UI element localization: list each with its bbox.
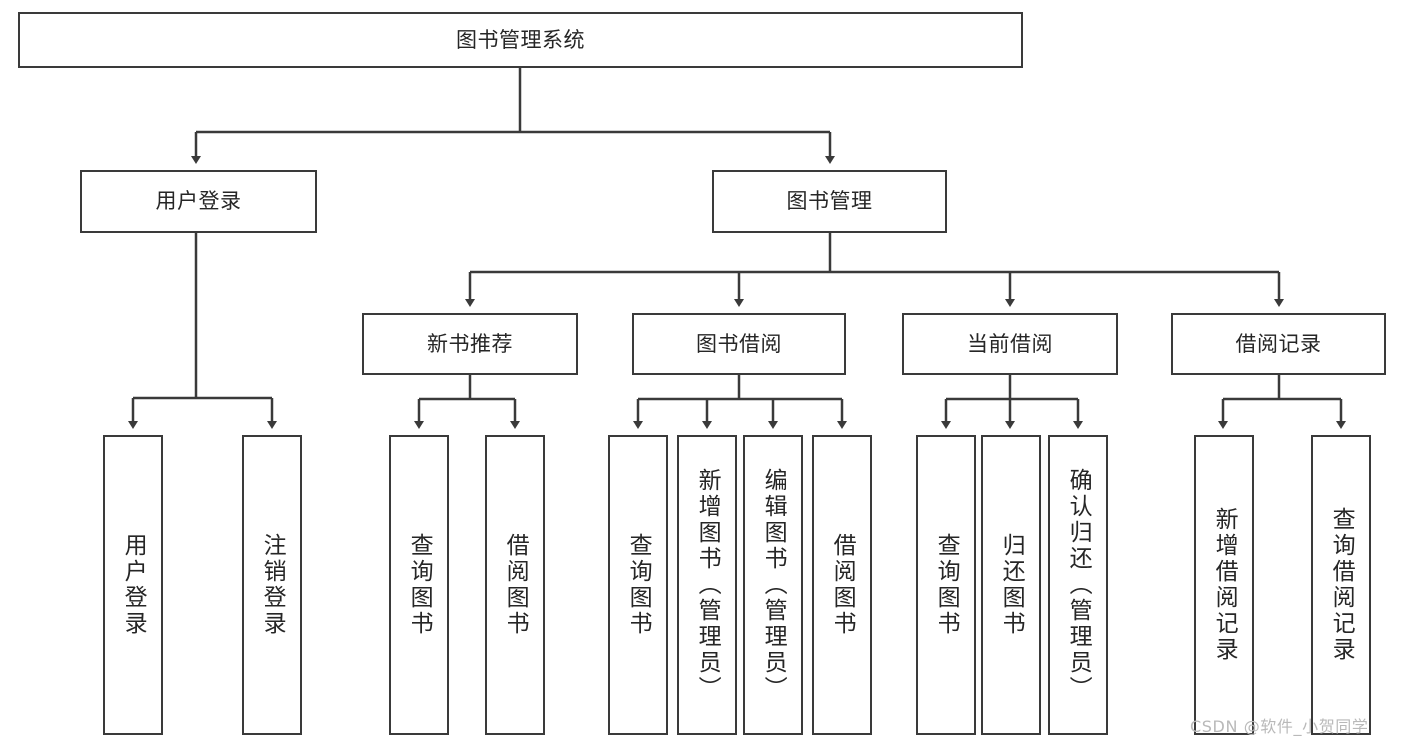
node-label: 新增图书（管理员） xyxy=(694,468,721,702)
node-label: 查询借阅记录 xyxy=(1328,507,1355,663)
node-label: 用户登录 xyxy=(155,189,242,214)
node-label: 借阅图书 xyxy=(502,533,529,637)
node-label: 图书管理系统 xyxy=(456,27,585,52)
leaf-current-confirm-return-admin[interactable]: 确认归还（管理员） xyxy=(1048,435,1108,735)
node-label: 用户登录 xyxy=(120,533,147,637)
leaf-recommend-borrow-book[interactable]: 借阅图书 xyxy=(485,435,545,735)
node-label: 借阅图书 xyxy=(829,533,856,637)
node-label: 新书推荐 xyxy=(427,331,513,356)
leaf-borrow-edit-book-admin[interactable]: 编辑图书（管理员） xyxy=(743,435,803,735)
leaf-borrow-query-book[interactable]: 查询图书 xyxy=(608,435,668,735)
node-label: 编辑图书（管理员） xyxy=(760,468,787,702)
node-label: 查询图书 xyxy=(933,533,960,637)
node-label: 借阅记录 xyxy=(1235,331,1322,356)
node-book-borrow[interactable]: 图书借阅 xyxy=(632,313,846,375)
node-label: 查询图书 xyxy=(625,533,652,637)
node-label: 新增借阅记录 xyxy=(1211,507,1238,663)
node-book-management[interactable]: 图书管理 xyxy=(712,170,947,233)
leaf-user-login-login[interactable]: 用户登录 xyxy=(103,435,163,735)
leaf-record-add-record[interactable]: 新增借阅记录 xyxy=(1194,435,1254,735)
node-label: 注销登录 xyxy=(259,533,286,637)
leaf-borrow-add-book-admin[interactable]: 新增图书（管理员） xyxy=(677,435,737,735)
node-new-book-recommend[interactable]: 新书推荐 xyxy=(362,313,578,375)
node-borrow-record[interactable]: 借阅记录 xyxy=(1171,313,1386,375)
node-label: 当前借阅 xyxy=(967,331,1053,356)
node-label: 查询图书 xyxy=(406,533,433,637)
node-current-borrow[interactable]: 当前借阅 xyxy=(902,313,1118,375)
node-label: 归还图书 xyxy=(998,533,1025,637)
leaf-record-query-record[interactable]: 查询借阅记录 xyxy=(1311,435,1371,735)
node-label: 图书管理 xyxy=(786,189,873,214)
node-label: 确认归还（管理员） xyxy=(1065,468,1092,702)
node-user-login[interactable]: 用户登录 xyxy=(80,170,317,233)
leaf-recommend-query-book[interactable]: 查询图书 xyxy=(389,435,449,735)
leaf-borrow-borrow-book[interactable]: 借阅图书 xyxy=(812,435,872,735)
leaf-current-return-book[interactable]: 归还图书 xyxy=(981,435,1041,735)
leaf-current-query-book[interactable]: 查询图书 xyxy=(916,435,976,735)
node-label: 图书借阅 xyxy=(696,331,782,356)
csdn-watermark: CSDN @软件_小贺同学 xyxy=(1190,717,1369,736)
leaf-user-login-logout[interactable]: 注销登录 xyxy=(242,435,302,735)
node-root[interactable]: 图书管理系统 xyxy=(18,12,1023,68)
